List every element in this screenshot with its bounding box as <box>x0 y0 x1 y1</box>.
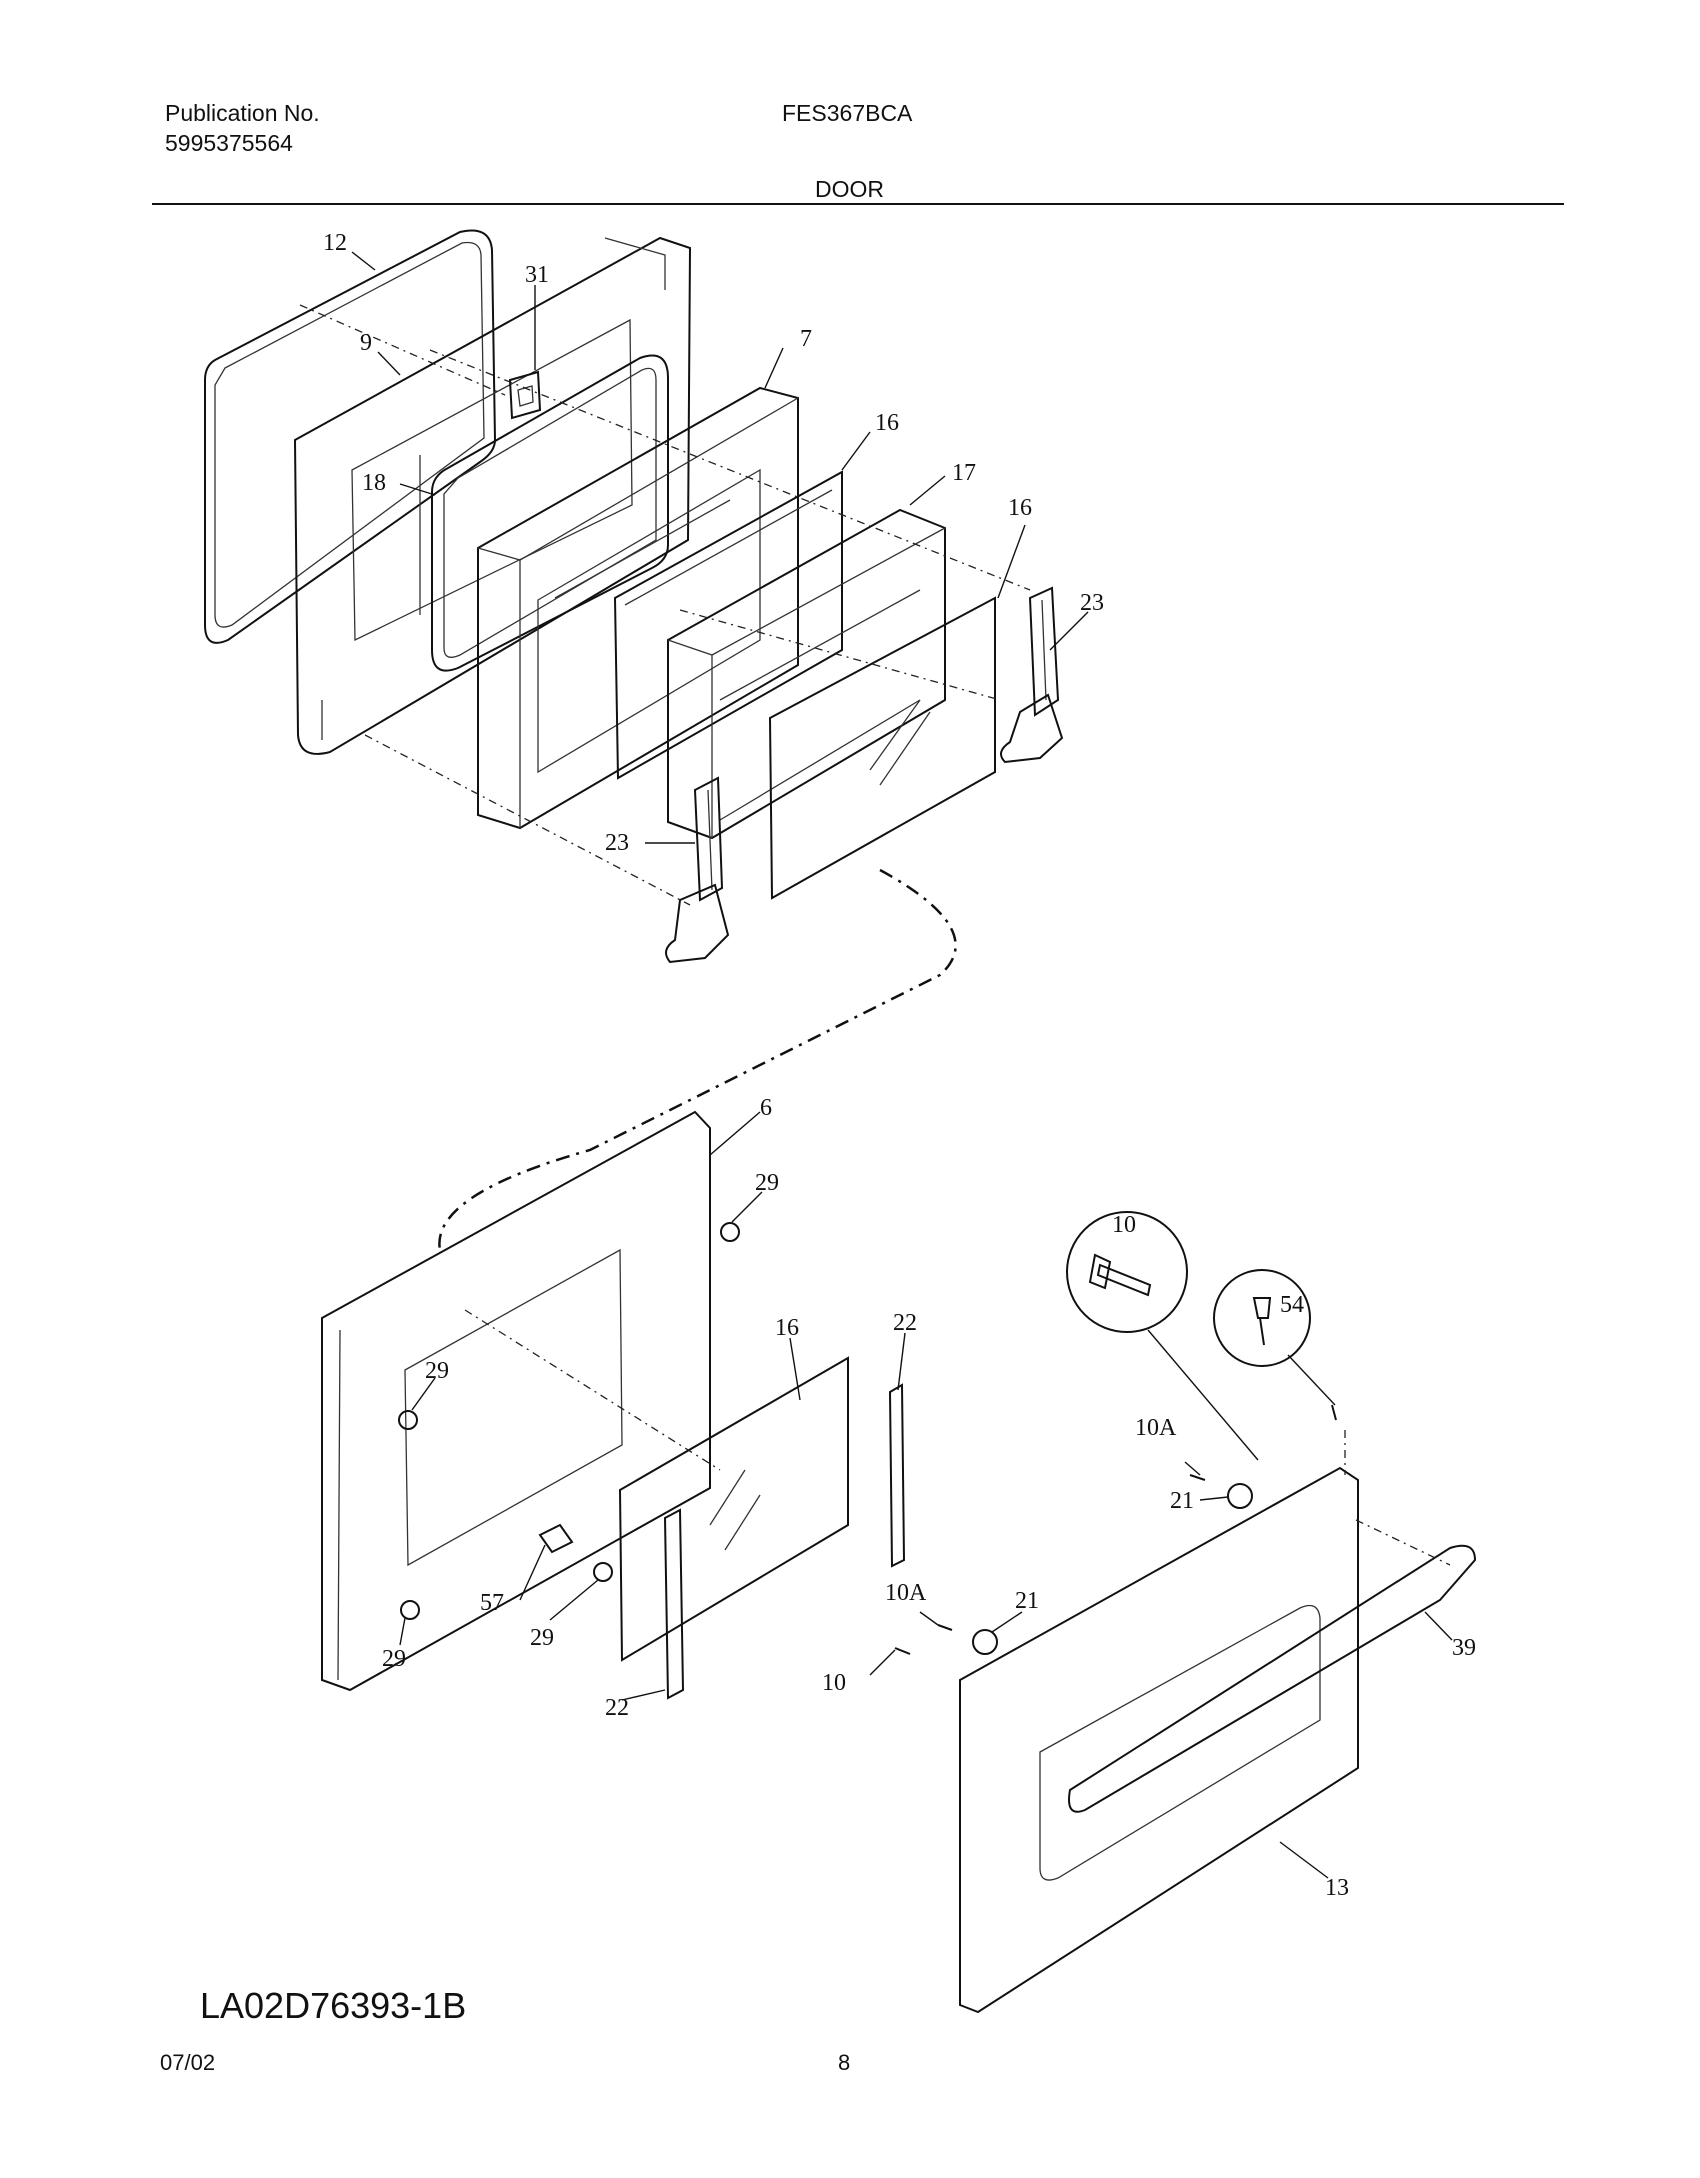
screw-detail-part-10 <box>1066 1211 1188 1333</box>
door-handle-part-39 <box>1068 1544 1477 1813</box>
callout-29-left: 29 <box>425 1358 449 1384</box>
callout-29-mid: 29 <box>530 1625 554 1651</box>
hinge-left-part-23 <box>665 776 730 964</box>
model-number: FES367BCA <box>782 100 913 126</box>
bumper-part-29-d <box>400 1600 420 1620</box>
callout-21-left: 21 <box>1015 1588 1039 1614</box>
hinge-right-part-23 <box>1000 586 1064 764</box>
clip-part-31 <box>508 370 542 420</box>
callout-23-right: 23 <box>1080 590 1104 616</box>
washer-part-21-b <box>972 1629 998 1655</box>
callout-12: 12 <box>323 230 347 256</box>
callout-16-upper: 16 <box>875 410 899 436</box>
inner-glass-part-16 <box>613 470 843 780</box>
publication-label: Publication No. <box>165 100 320 126</box>
inner-door-panel-part-6 <box>321 1110 711 1692</box>
section-title: DOOR <box>815 176 884 202</box>
callout-29-top: 29 <box>755 1170 779 1196</box>
inner-door-liner-part-9 <box>293 236 692 755</box>
callout-7: 7 <box>800 326 812 352</box>
middle-glass-part-16 <box>768 596 996 900</box>
callout-10-detail: 10 <box>1112 1212 1136 1238</box>
screw-part-54-small <box>1331 1404 1337 1421</box>
side-bracket-part-22-lower <box>663 1508 685 1700</box>
lower-glass-part-16 <box>618 1356 849 1662</box>
bumper-part-29-a <box>720 1222 740 1242</box>
door-gasket-part-12 <box>204 229 497 644</box>
callout-17: 17 <box>952 460 976 486</box>
drawing-code: LA02D76393-1B <box>200 1985 467 2026</box>
window-seal-part-18 <box>431 354 669 672</box>
screw-part-10A-a <box>1189 1474 1206 1481</box>
callout-10: 10 <box>822 1670 846 1696</box>
callout-18: 18 <box>362 470 386 496</box>
callout-22-lower: 22 <box>605 1695 629 1721</box>
callout-13: 13 <box>1325 1875 1349 1901</box>
callout-29-bottom: 29 <box>382 1646 406 1672</box>
callout-10A-left: 10A <box>885 1580 927 1606</box>
callout-9: 9 <box>360 330 372 356</box>
outer-door-panel-part-13 <box>959 1466 1359 2014</box>
callout-10A-right: 10A <box>1135 1415 1177 1441</box>
screw-detail-part-54 <box>1213 1269 1311 1367</box>
callout-39: 39 <box>1452 1635 1476 1661</box>
screw-part-10A-b <box>937 1624 953 1631</box>
screw-part-10-b <box>894 1647 911 1655</box>
page-number: 8 <box>838 2050 851 2075</box>
washer-part-21-a <box>1227 1483 1253 1509</box>
publication-number: 5995375564 <box>165 130 293 156</box>
callout-22-upper: 22 <box>893 1310 917 1336</box>
bumper-part-29-b <box>398 1410 418 1430</box>
bumper-part-29-c <box>593 1562 613 1582</box>
block-part-57 <box>538 1523 574 1554</box>
callout-6: 6 <box>760 1095 772 1121</box>
side-bracket-part-22-upper <box>888 1383 906 1568</box>
header-rule <box>152 203 1564 205</box>
footer-date: 07/02 <box>160 2050 216 2075</box>
callout-23-left: 23 <box>605 830 629 856</box>
callout-54-detail: 54 <box>1280 1292 1304 1318</box>
callout-21-right: 21 <box>1170 1488 1194 1514</box>
glass-retainer-part-17 <box>667 508 946 840</box>
callout-16-lower: 16 <box>775 1315 799 1341</box>
callout-57: 57 <box>480 1590 504 1616</box>
door-frame-part-7 <box>477 386 799 830</box>
callout-16-right: 16 <box>1008 495 1032 521</box>
callout-31: 31 <box>525 262 549 288</box>
